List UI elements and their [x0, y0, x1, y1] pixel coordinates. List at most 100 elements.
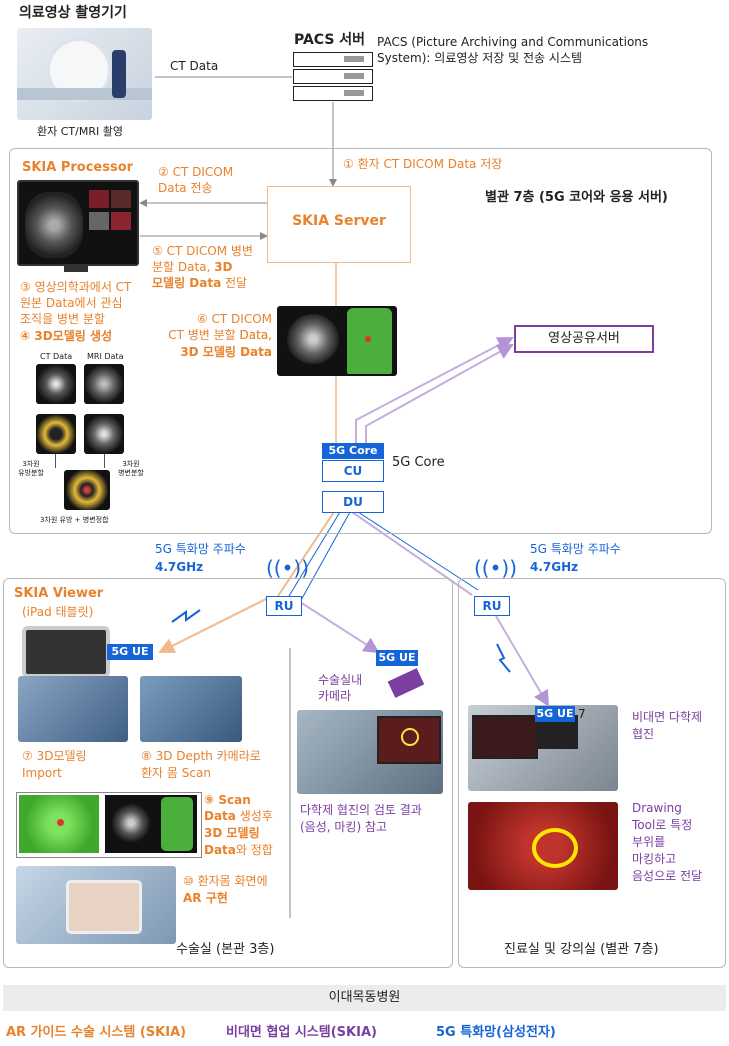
- du-box: DU: [322, 491, 384, 513]
- step-8-line-2: 환자 몸 Scan: [141, 766, 211, 780]
- ru-to-camera-arrow: [299, 601, 380, 654]
- step-9-bold-1: ⑨ Scan: [204, 793, 251, 807]
- clinic-box: [458, 578, 726, 968]
- merge-caption: 3차원 유방 + 병변정합: [40, 516, 109, 524]
- pacs-desc-1: PACS (Picture Archiving and Communicatio…: [377, 35, 649, 49]
- step-3-line-1: ③ 영상의학과에서 CT: [20, 280, 132, 294]
- du-to-ru-left-orange: [277, 511, 335, 597]
- lesion-seg-image: [84, 414, 124, 454]
- hospital-bar: 이대목동병원: [3, 985, 726, 1011]
- ct-thumb-4: [111, 212, 131, 230]
- freq-right-1: 5G 특화망 주파수: [530, 542, 621, 556]
- legend-ar: AR 가이드 수술 시스템 (SKIA): [6, 1025, 187, 1040]
- step-10-line-1: ⑩ 환자몸 화면에: [183, 874, 268, 888]
- step-6-line-3: 3D 모델링 Data: [180, 345, 272, 359]
- ct-image: [36, 364, 76, 404]
- step-8-line-1: ⑧ 3D Depth 카메라로: [141, 749, 261, 763]
- step-7-line-2: Import: [22, 766, 62, 780]
- camera-5g-ue-chip: 5G UE: [376, 650, 418, 666]
- ru-left-box: RU: [266, 596, 302, 616]
- step-10-photo: [16, 866, 176, 944]
- processor-monitor: [17, 180, 139, 266]
- draw-line-1: Drawing: [632, 801, 682, 815]
- scanner-bed: [17, 88, 152, 100]
- seg-left-caption: 3차원 유방분할: [18, 460, 44, 477]
- annex-7f-box: [9, 148, 712, 534]
- ru-to-ipad-arrow: [158, 597, 269, 653]
- step-5-deliver: 전달: [221, 276, 248, 290]
- step-9-bold-3: 3D 모델링: [204, 826, 260, 840]
- equipment-title: 의료영상 촬영기기: [19, 5, 127, 21]
- step-1: ① 환자 CT DICOM Data 저장: [343, 157, 503, 171]
- freq-left-2: 4.7GHz: [155, 560, 204, 574]
- ct-data-caption: CT Data: [40, 352, 73, 361]
- ipad-icon: [22, 626, 110, 678]
- camera-label-1: 수술실내: [318, 673, 363, 687]
- step-4: ④ 3D모델링 생성: [20, 329, 113, 343]
- monitor-stand: [64, 264, 88, 272]
- radiographer-figure: [112, 50, 126, 98]
- step-9-text-2: 와 정합: [235, 843, 273, 857]
- legend-net: 5G 특화망(삼성전자): [436, 1025, 556, 1040]
- review-line-1: 다학제 협진의 검토 결과: [300, 803, 422, 817]
- skia-server-label: SKIA Server: [292, 213, 386, 229]
- step-5-text: 분할 Data,: [152, 260, 215, 274]
- or-label: 수술실 (본관 3층): [176, 942, 275, 957]
- pacs-server-icon: [293, 52, 373, 102]
- draw-line-5: 음성으로 전달: [632, 869, 703, 883]
- du-to-camera-blue: [299, 511, 351, 603]
- step-5-bold-3d: 3D: [214, 260, 233, 274]
- remote-desc-1: 비대면 다학제: [632, 710, 703, 724]
- step-9-frame: [16, 792, 202, 858]
- merged-image: [64, 470, 110, 510]
- step-2-line-1: ② CT DICOM: [158, 165, 234, 179]
- antenna-icon-right: ((•)): [474, 556, 518, 580]
- step-5-line-3: 모델링 Data 전달: [152, 275, 247, 291]
- equipment-caption: 환자 CT/MRI 촬영: [37, 125, 123, 138]
- ct-thumb-1: [89, 190, 109, 208]
- cu-box: CU: [322, 460, 384, 482]
- du-to-ru-left: [288, 511, 341, 597]
- ct-scanner-photo: [17, 28, 152, 120]
- ct-thumb-2: [111, 190, 131, 208]
- wireless-icon-left: [171, 609, 201, 623]
- remote-desc-2: 협진: [632, 727, 655, 741]
- mri-data-caption: MRI Data: [87, 352, 124, 361]
- draw-line-3: 부위를: [632, 835, 666, 849]
- clinic-label: 진료실 및 강의실 (별관 7층): [504, 942, 659, 957]
- draw-line-4: 마킹하고: [632, 852, 677, 866]
- ct-data-label: CT Data: [170, 59, 219, 73]
- breast-seg-image: [36, 414, 76, 454]
- imaging-share-server: 영상공유서버: [514, 325, 654, 353]
- viewer-5g-ue-chip: 5G UE: [107, 644, 153, 660]
- du-to-ru-right: [357, 511, 479, 591]
- ct-thumb-3: [89, 212, 109, 230]
- freq-left-1: 5G 특화망 주파수: [155, 542, 246, 556]
- step-3-line-2: 원본 Data에서 관심: [20, 296, 123, 310]
- ru-right-box: RU: [474, 596, 510, 616]
- step-7-line-1: ⑦ 3D모델링: [22, 749, 87, 763]
- step-9-bold-2: Data: [204, 809, 236, 823]
- pacs-title: PACS 서버: [294, 32, 366, 48]
- step-10-line-2: AR 구현: [183, 891, 228, 905]
- step-9-bold-4: Data: [204, 843, 236, 857]
- ct-scan-image: [25, 192, 83, 258]
- annex-label: 별관 7층 (5G 코어와 응용 서버): [485, 190, 668, 205]
- pacs-desc-2: System): 의료영상 저장 및 전송 시스템: [377, 51, 583, 65]
- skia-viewer-sub: (iPad 태블릿): [22, 605, 94, 619]
- antenna-icon-left: ((•)): [266, 556, 310, 580]
- remote-5g-ue-chip: 5G UE: [535, 706, 575, 722]
- merge-line-left: [55, 454, 56, 468]
- step-5-line-1: ⑤ CT DICOM 병변: [152, 244, 253, 258]
- step-6-line-2: CT 병변 분할 Data,: [168, 328, 272, 342]
- skia-server-box: SKIA Server: [267, 186, 411, 263]
- step-6-line-1: ⑥ CT DICOM Data,: [196, 312, 272, 342]
- draw-line-2: Tool로 특정: [632, 818, 693, 832]
- operating-room-box: [3, 578, 453, 968]
- step-2-line-2: Data 전송: [158, 181, 213, 195]
- mri-image: [84, 364, 124, 404]
- ru-to-remote-arrow: [495, 615, 550, 707]
- 5g-core-chip: 5G Core: [322, 443, 384, 459]
- drawing-marking-photo: [468, 802, 618, 890]
- step-7-photo: [18, 676, 128, 742]
